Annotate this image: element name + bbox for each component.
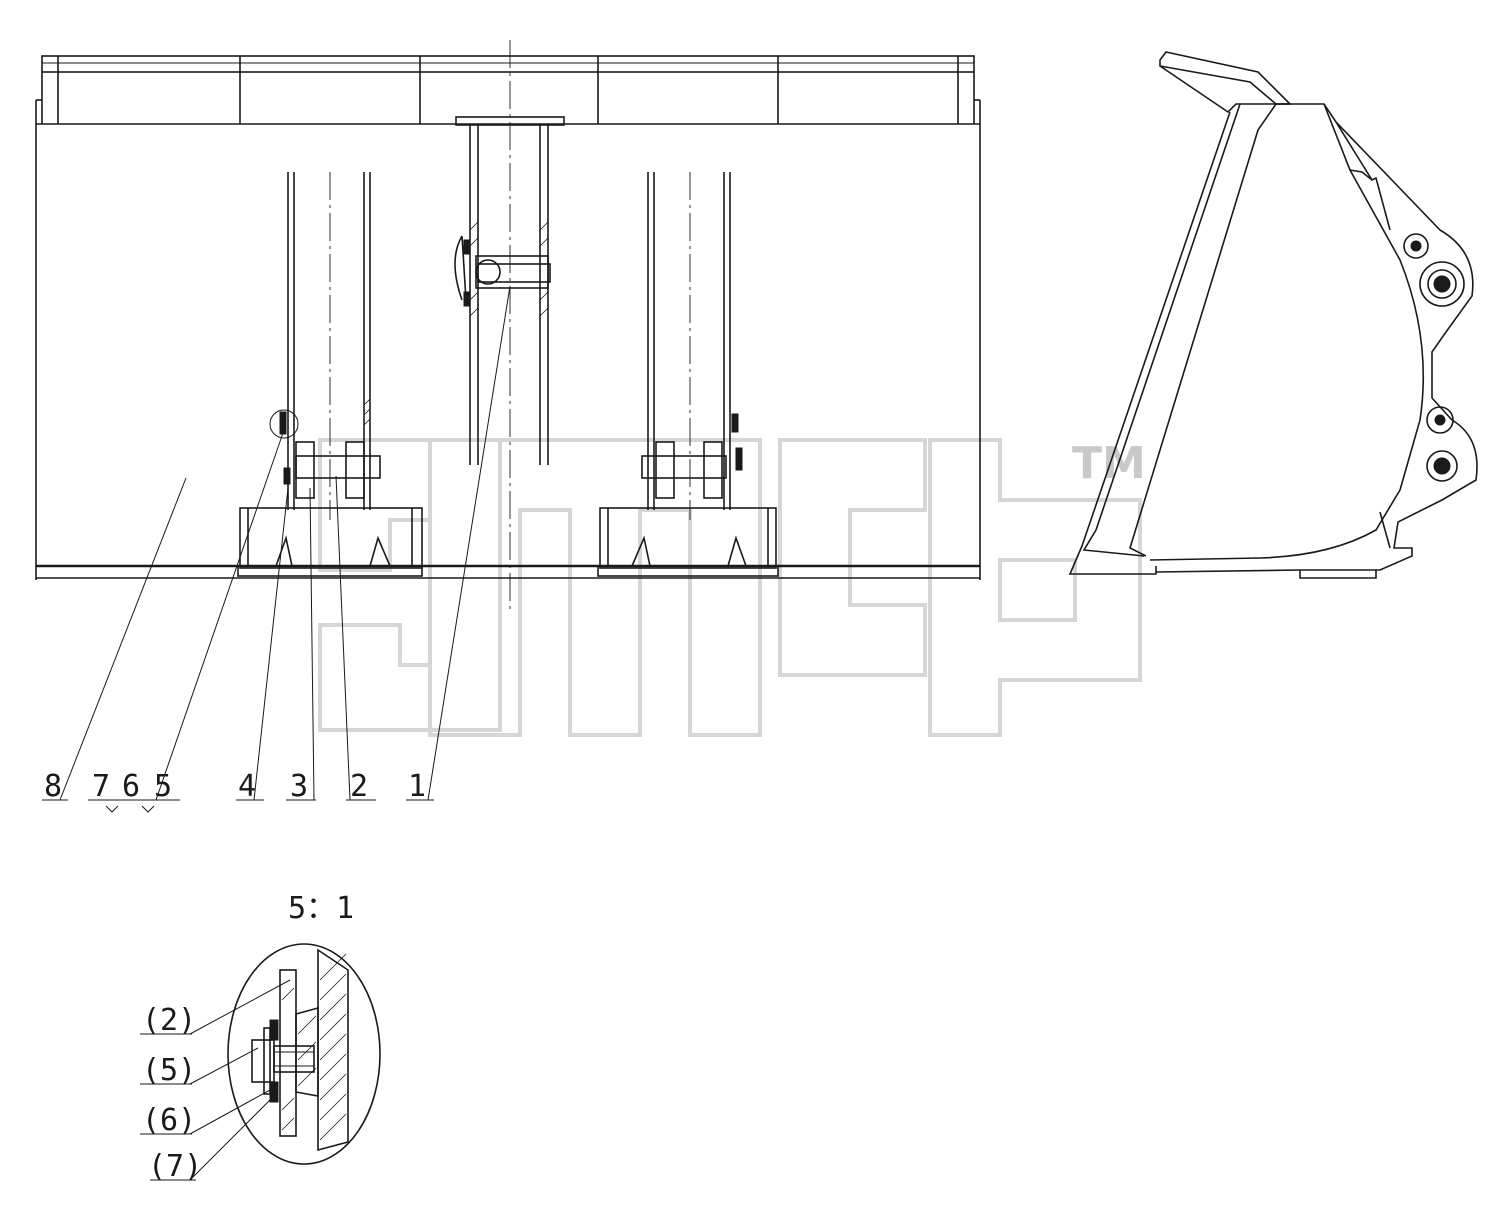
detail-callout-6: (6): [142, 1103, 196, 1138]
detail-circle-marker: [269, 409, 299, 439]
detail-view: 5：1: [140, 891, 381, 1184]
callout-5: 5: [154, 769, 172, 804]
bucket-side-view: [1068, 51, 1478, 579]
callout-1: 1: [408, 769, 426, 804]
detail-callout-2: (2): [142, 1003, 196, 1038]
callout-2: 2: [350, 769, 368, 804]
detail-callout-7: (7): [148, 1149, 202, 1184]
callout-8: 8: [44, 769, 62, 804]
callout-3: 3: [290, 769, 308, 804]
callout-4: 4: [238, 769, 256, 804]
callout-6: 6: [122, 769, 140, 804]
callouts-main: 8 7 6 5 4 3 2 1: [44, 769, 426, 804]
detail-callout-5: (5): [142, 1053, 196, 1088]
watermark: TM: [318, 438, 1146, 737]
leader-lines: [42, 285, 511, 813]
trademark-mark: TM: [1072, 438, 1146, 489]
bucket-front-view: [35, 40, 981, 610]
callout-7: 7: [92, 769, 110, 804]
detail-scale-label: 5：1: [288, 891, 354, 926]
